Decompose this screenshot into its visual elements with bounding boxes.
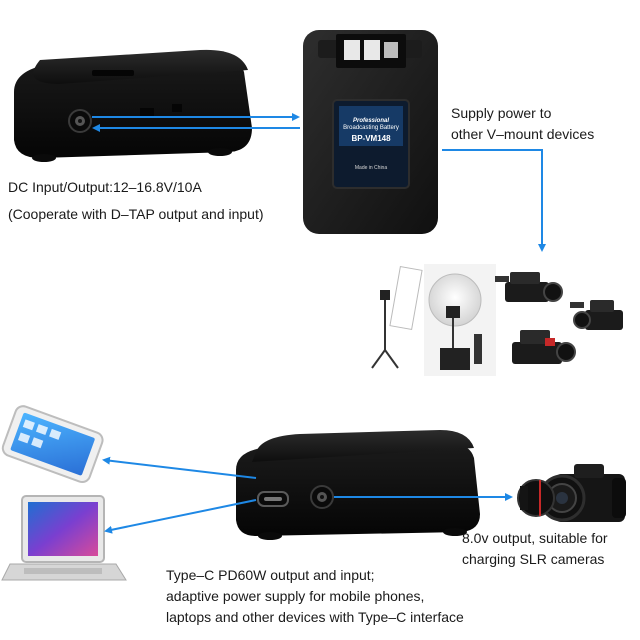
umbrella-light	[424, 264, 496, 376]
camcorder-3	[512, 330, 576, 364]
typec-caption-line1: Type–C PD60W output and input;	[166, 567, 375, 583]
battery-brand-line1: Professional	[352, 118, 389, 124]
battery-brand-line2: Broadcasting Battery	[343, 125, 399, 131]
studio-equipment	[371, 264, 623, 376]
typec-caption-line2: adaptive power supply for mobile phones,	[166, 588, 425, 604]
arrow-to-phone	[102, 456, 257, 479]
battery-model: BP-VM148	[351, 134, 391, 143]
battery-label: Professional Broadcasting Battery BP-VM1…	[341, 118, 401, 144]
power-station-bottom	[236, 430, 480, 540]
typec-caption-line3: laptops and other devices with Type–C in…	[166, 609, 464, 625]
slr-camera	[517, 464, 626, 522]
battery-made-in: Made in China	[354, 165, 388, 171]
dc-caption-line2: (Cooperate with D–TAP output and input)	[8, 206, 264, 222]
camcorder-2	[570, 300, 623, 330]
supply-caption-line2: other V–mount devices	[451, 126, 595, 142]
arrow-battery-to-devices	[442, 149, 546, 252]
supply-caption-line1: Supply power to	[451, 105, 552, 121]
smartphone	[1, 405, 104, 484]
slr-caption-line1: 8.0v output, suitable for	[462, 530, 608, 546]
dc-caption-line1: DC Input/Output:12–16.8V/10A	[8, 179, 202, 195]
connection-arrows	[92, 113, 546, 534]
softbox-light	[371, 265, 423, 369]
laptop	[1, 495, 127, 581]
camcorder-1	[495, 272, 563, 302]
v-mount-battery	[303, 30, 438, 234]
arrow-to-laptop	[104, 499, 257, 534]
slr-caption-line2: charging SLR cameras	[462, 551, 605, 567]
power-station-top	[14, 49, 252, 162]
